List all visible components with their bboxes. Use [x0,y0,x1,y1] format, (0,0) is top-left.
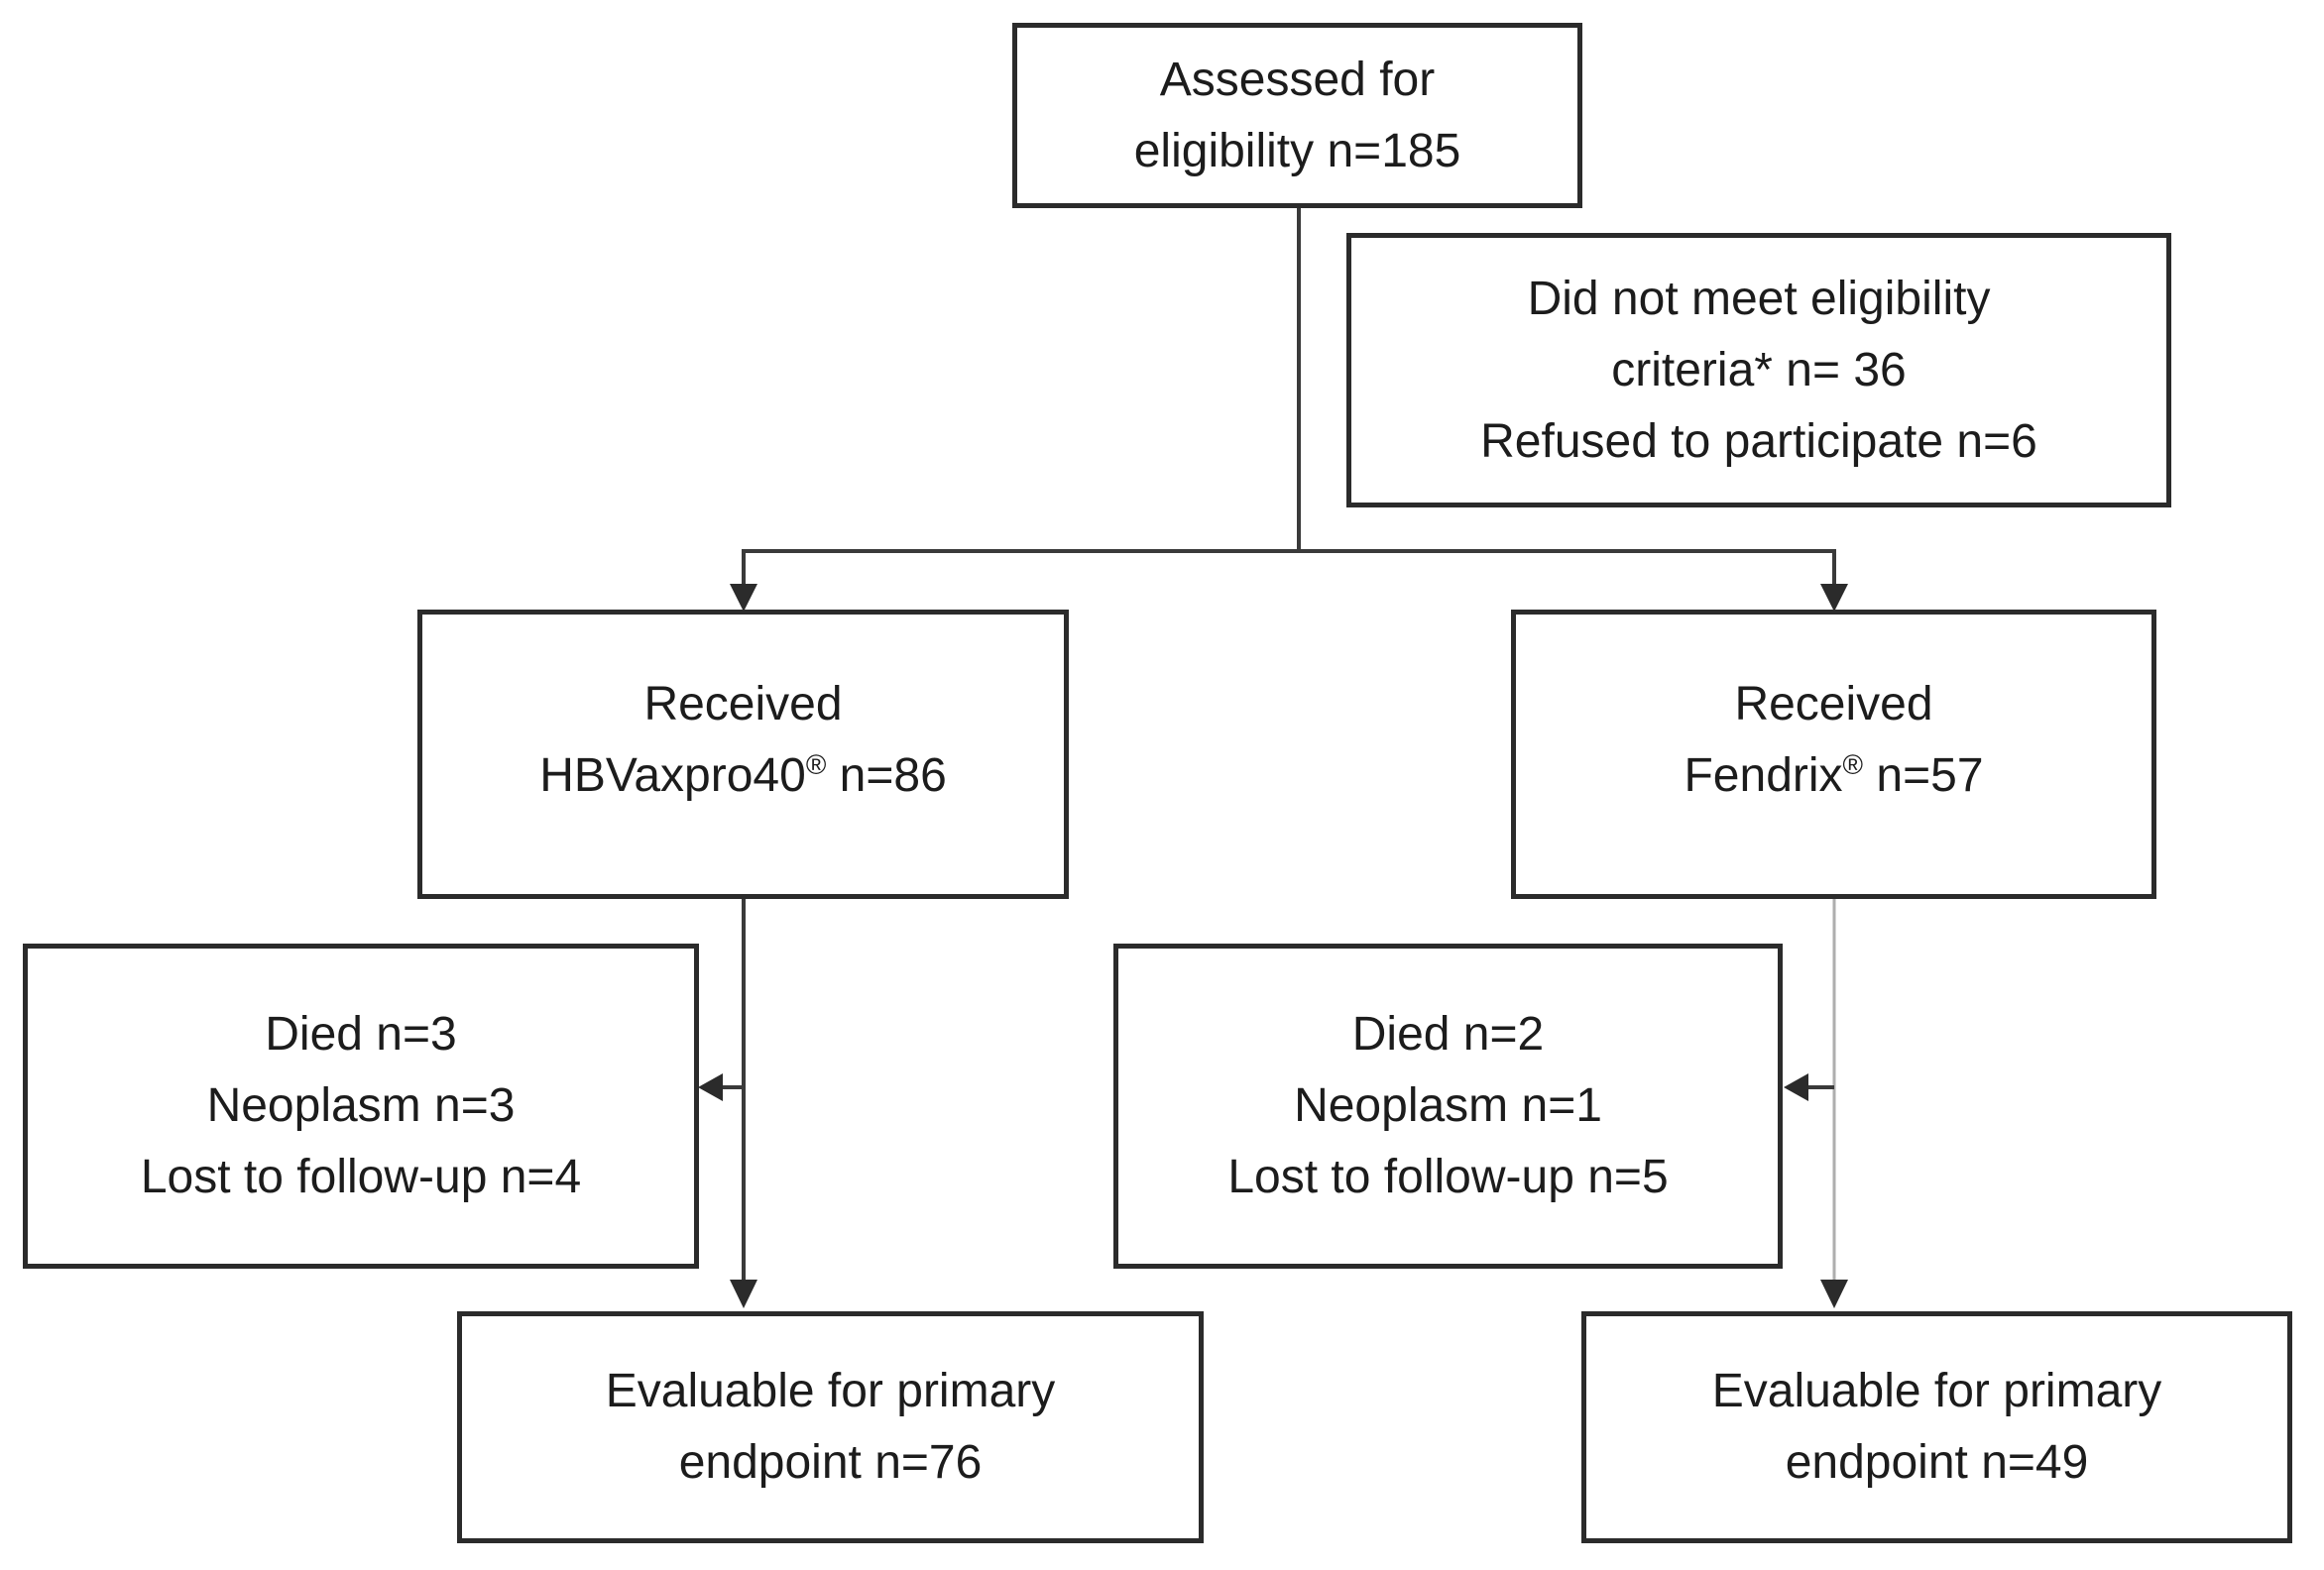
node-not-eligible: Did not meet eligibility criteria* n= 36… [1346,233,2171,507]
node-received-hbvaxpro: Received HBVaxpro40® n=86 [417,610,1069,899]
node-text-line: Lost to follow-up n=4 [140,1151,582,1203]
registered-trademark-symbol: ® [1842,749,1864,780]
arrowhead-to-evaluable-left [730,1280,757,1308]
node-withdrawn-fendrix: Died n=2 Neoplasm n=1 Lost to follow-up … [1113,944,1783,1269]
arrowhead-to-hbvaxpro [730,584,757,612]
node-text-line: Died n=3 [265,1008,457,1061]
node-text-line: Refused to participate n=6 [1480,414,2037,468]
node-evaluable-fendrix: Evaluable for primary endpoint n=49 [1581,1311,2292,1543]
arrowhead-to-withdrawn-left [698,1073,723,1101]
node-text-line: criteria* n= 36 [1611,343,1907,396]
arrowhead-to-evaluable-right [1820,1280,1848,1308]
node-evaluable-hbvaxpro: Evaluable for primary endpoint n=76 [457,1311,1204,1543]
registered-trademark-symbol: ® [805,749,827,780]
node-text-line: eligibility n=185 [1133,124,1461,177]
node-text-line: Did not meet eligibility [1527,272,1991,325]
arrowhead-to-withdrawn-right [1784,1073,1808,1101]
node-text-line: Assessed for [1159,53,1436,106]
node-text-line: Received [643,678,843,730]
arrowhead-to-fendrix [1820,584,1848,612]
node-text-line: endpoint n=76 [678,1436,983,1489]
node-text-line: Fendrix® n=57 [1684,749,1984,802]
node-text-line: Received [1734,678,1933,730]
node-text-line: Lost to follow-up n=5 [1227,1151,1669,1203]
node-text-line: Neoplasm n=3 [206,1079,516,1132]
node-text-line: endpoint n=49 [1785,1436,2089,1489]
node-text-line: Died n=2 [1351,1008,1545,1061]
node-text-line: Neoplasm n=1 [1294,1079,1602,1132]
node-text-line: HBVaxpro40® n=86 [539,749,947,802]
node-text-line: Evaluable for primary [1711,1365,2162,1417]
node-assessed-eligibility: Assessed for eligibility n=185 [1012,23,1582,208]
node-withdrawn-hbvaxpro: Died n=3 Neoplasm n=3 Lost to follow-up … [23,944,699,1269]
node-text-line: Evaluable for primary [605,1365,1056,1417]
node-received-fendrix: Received Fendrix® n=57 [1511,610,2156,899]
